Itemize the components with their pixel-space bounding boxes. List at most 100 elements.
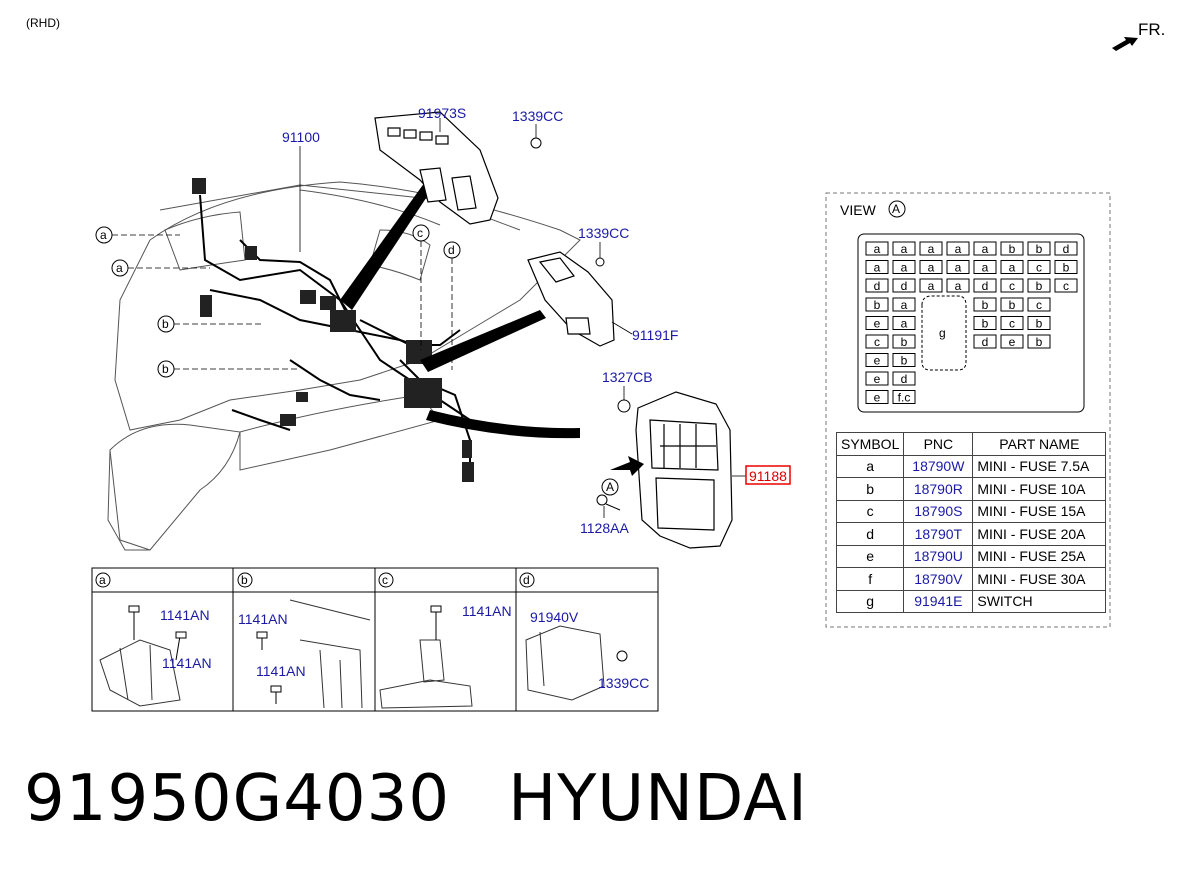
fuse-slot-label: a xyxy=(1009,261,1016,275)
fuse-pnc[interactable]: 18790T xyxy=(903,522,974,546)
callout-bracket: 91191F xyxy=(632,327,678,343)
harness-connectors xyxy=(192,178,474,482)
fuse-slot-label: a xyxy=(901,261,908,275)
fuse-slot: c xyxy=(1000,278,1024,293)
fuse-slot: a xyxy=(973,241,997,256)
fuse-slot: b xyxy=(1027,241,1051,256)
fuse-pnc[interactable]: 18790V xyxy=(903,567,974,591)
fuse-slot-label: c xyxy=(1009,317,1015,331)
fuse-slot: c xyxy=(865,334,889,349)
view-marker-circle xyxy=(601,478,619,496)
detail-panel-b: b 1141AN 1141AN xyxy=(237,572,371,709)
harness-leader-bands xyxy=(340,175,580,439)
callout-nut-upper: 1339CC xyxy=(512,108,563,124)
part-number: 91950G4030 xyxy=(24,762,451,836)
fuse-pnc[interactable]: 91941E xyxy=(903,589,974,613)
fuse-slot: b xyxy=(1027,278,1051,293)
fuse-slot-label: c xyxy=(1063,279,1069,293)
upper-relay-box xyxy=(374,111,499,225)
fuse-slot: b xyxy=(865,297,889,312)
leader-lines xyxy=(299,118,746,518)
svg-text:b: b xyxy=(241,573,248,587)
fuse-slot: b xyxy=(1027,334,1051,349)
view-marker-letter: A xyxy=(606,480,614,494)
svg-text:c: c xyxy=(382,573,388,587)
callout-junction-box[interactable]: 91188 xyxy=(749,468,787,484)
front-label: FR. xyxy=(1138,20,1165,39)
fuse-slot: b xyxy=(973,297,997,312)
fuse-slot-label: a xyxy=(982,242,989,256)
svg-text:b: b xyxy=(162,317,169,331)
fuse-slot-label: b xyxy=(901,335,908,349)
fuse-slot-label: a xyxy=(874,242,881,256)
fuse-slot: f.c xyxy=(892,390,916,405)
fuse-slot: a xyxy=(892,260,916,275)
fuse-slot: a xyxy=(919,278,943,293)
fuse-slot-label: a xyxy=(901,317,908,331)
svg-text:a: a xyxy=(100,228,107,242)
fuse-slot: c xyxy=(1000,316,1024,331)
fuse-part-name: MINI - FUSE 10A xyxy=(972,477,1107,501)
fuse-slot: a xyxy=(1000,260,1024,275)
dashboard-drawing xyxy=(107,181,581,551)
fuse-slot-label: b xyxy=(1036,335,1043,349)
fuse-slot-label: b xyxy=(982,298,989,312)
header-pnc: PNC xyxy=(903,432,974,456)
switch-slot xyxy=(921,295,967,371)
fuse-pnc[interactable]: 18790R xyxy=(903,477,974,501)
detail-a-label-2: 1141AN xyxy=(162,655,212,671)
fuse-slot: e xyxy=(865,316,889,331)
fuse-slot-label: b xyxy=(1009,242,1016,256)
circle-letter-c: c xyxy=(412,224,430,242)
bracket-drawing xyxy=(527,251,615,347)
fuse-slot: c xyxy=(1054,278,1078,293)
fuse-slot: a xyxy=(973,260,997,275)
view-arrow-icon xyxy=(610,456,644,476)
callout-nut-mid: 1339CC xyxy=(578,225,629,241)
fuse-slot-label: b xyxy=(1063,261,1070,275)
fuse-slot-label: e xyxy=(1009,335,1016,349)
svg-text:c: c xyxy=(417,226,423,240)
fuse-pnc[interactable]: 18790U xyxy=(903,544,974,568)
fuse-slot: b xyxy=(1000,297,1024,312)
fuse-part-name: MINI - FUSE 15A xyxy=(972,499,1107,523)
fuse-slot-label: b xyxy=(982,317,989,331)
detail-panel-d: d 91940V 1339CC xyxy=(519,572,649,701)
svg-text:b: b xyxy=(162,362,169,376)
detail-c-label-1: 1141AN xyxy=(462,603,512,619)
fuse-slot: a xyxy=(919,241,943,256)
fuse-slot: d xyxy=(973,334,997,349)
fuse-slot-label: a xyxy=(982,261,989,275)
fuse-slot-label: a xyxy=(955,242,962,256)
fuse-symbol: a xyxy=(835,454,905,478)
fuse-pnc[interactable]: 18790S xyxy=(903,499,974,523)
fuse-slot-label: b xyxy=(874,298,881,312)
arrow-icon xyxy=(1112,37,1138,51)
detail-panels xyxy=(91,567,659,712)
fuse-slot-label: b xyxy=(1036,317,1043,331)
fuse-slot: a xyxy=(865,241,889,256)
callout-harness: 91100 xyxy=(282,129,320,145)
fuse-slot-label: a xyxy=(901,242,908,256)
view-title-marker-circle xyxy=(888,200,906,218)
bolt-junction-icon xyxy=(596,494,621,511)
fuse-slot: a xyxy=(892,297,916,312)
header-symbol: SYMBOL xyxy=(835,432,905,456)
fuse-slot: e xyxy=(1000,334,1024,349)
fuse-symbol: c xyxy=(835,499,905,523)
fuse-slot-label: a xyxy=(928,261,935,275)
nut-mid-icon xyxy=(595,257,605,267)
fuse-slot-label: b xyxy=(1009,298,1016,312)
front-direction-indicator: FR. xyxy=(1112,20,1165,51)
fuse-pnc[interactable]: 18790W xyxy=(903,454,974,478)
fuse-slot: b xyxy=(892,334,916,349)
svg-text:a: a xyxy=(99,573,106,587)
fuse-table-header: SYMBOL PNC PART NAME xyxy=(835,432,1107,456)
fuse-slot-label: c xyxy=(1009,279,1015,293)
